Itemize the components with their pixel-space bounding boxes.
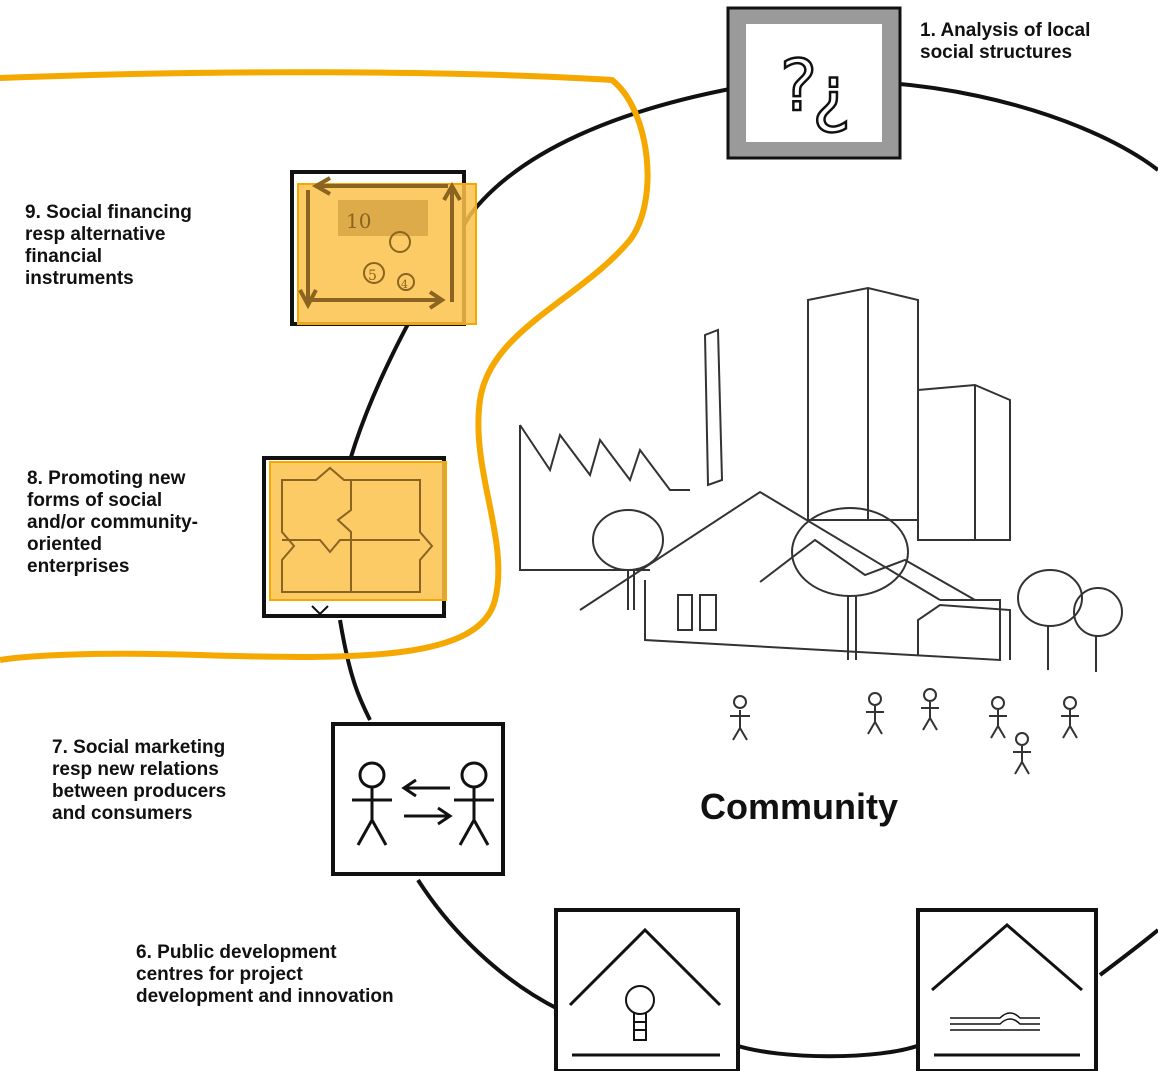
step-6-label: 6. Public development centres for projec… <box>136 942 394 1007</box>
cycle-arc-top-left <box>468 86 736 217</box>
highlight-outline <box>0 69 651 663</box>
step-9-label: 9. Social financing resp alternative fin… <box>25 202 192 289</box>
svg-text:¿: ¿ <box>812 50 851 136</box>
community-illustration <box>519 286 1123 775</box>
finance-circle-b: 4 <box>401 278 408 291</box>
financial-cycle-icon: 10 5 4 <box>290 170 477 326</box>
center-title: Community <box>700 786 898 827</box>
finance-box-number: 10 <box>346 209 371 233</box>
svg-text:?: ? <box>780 45 817 127</box>
step-7-label: 7. Social marketing resp new relations b… <box>52 737 227 824</box>
question-marks-icon: ? ¿ <box>726 6 902 160</box>
lightbulb-house-icon <box>554 908 740 1071</box>
step-1-label: 1. Analysis of local social structures <box>920 20 1091 63</box>
exchange-people-icon <box>331 722 505 876</box>
network-house-icon <box>916 908 1098 1071</box>
finance-circle-a: 5 <box>368 268 377 284</box>
puzzle-icon <box>262 456 447 618</box>
step-8-label: 8. Promoting new forms of social and/or … <box>27 468 199 577</box>
cycle-ring <box>338 79 1158 1059</box>
